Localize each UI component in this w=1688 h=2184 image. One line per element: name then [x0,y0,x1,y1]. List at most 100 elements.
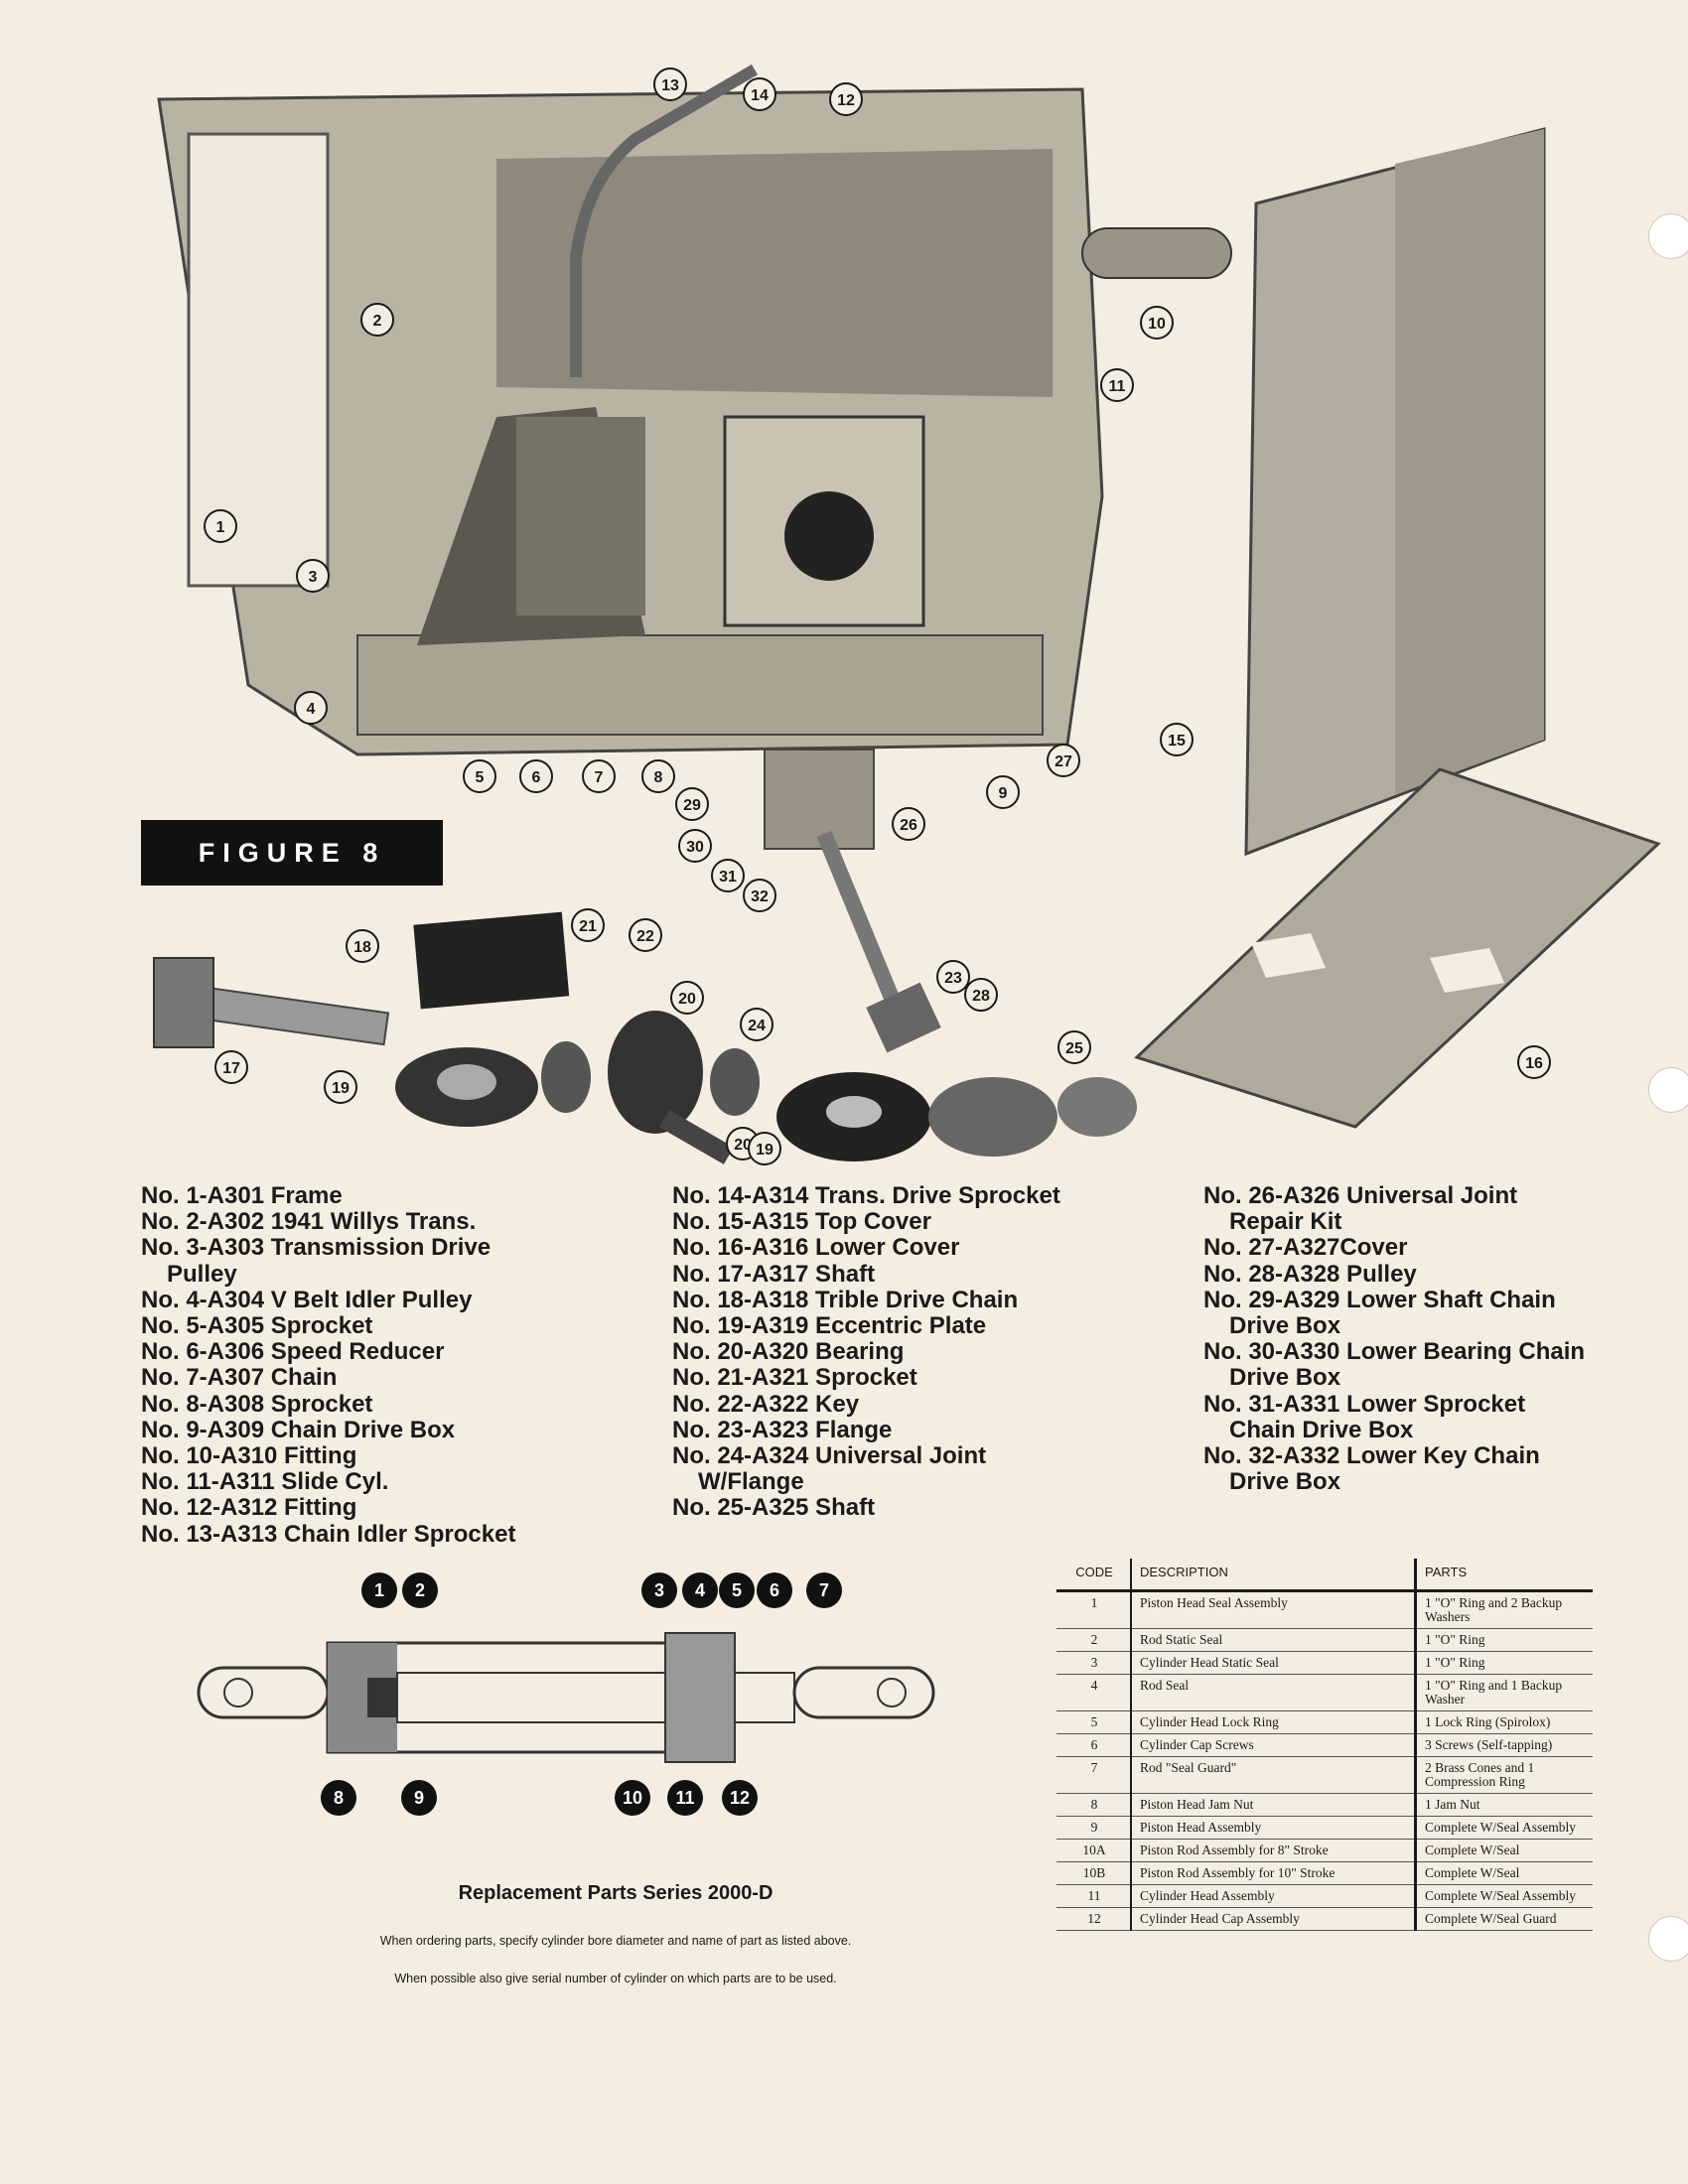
callout-7: 7 [582,759,616,793]
callout-6: 6 [519,759,553,793]
callout-17: 17 [214,1050,248,1084]
cylinder-callout-1: 1 [361,1572,397,1608]
parts-list-item: No. 2-A302 1941 Willys Trans. [141,1208,477,1236]
parts-list-item: No. 11-A311 Slide Cyl. [141,1468,389,1496]
callout-18: 18 [346,929,379,963]
parts-list-item: No. 21-A321 Sprocket [672,1364,917,1392]
cell-parts: 1 "O" Ring [1415,1628,1593,1652]
parts-list-item: No. 10-A310 Fitting [141,1442,357,1470]
cell-desc: Rod Static Seal [1131,1628,1417,1652]
callout-3: 3 [296,559,330,593]
cell-parts: Complete W/Seal Assembly [1415,1884,1593,1908]
parts-list-item: No. 24-A324 Universal Joint [672,1442,987,1470]
callout-14: 14 [743,77,776,111]
parts-list-item: No. 29-A329 Lower Shaft Chain [1203,1286,1556,1313]
parts-list-item: Drive Box [1229,1312,1341,1340]
parts-list-item: No. 30-A330 Lower Bearing Chain [1203,1338,1586,1366]
cell-parts: 1 Lock Ring (Spirolox) [1415,1710,1593,1734]
cell-desc: Piston Rod Assembly for 8" Stroke [1131,1839,1417,1862]
description-header: DESCRIPTION [1131,1559,1417,1592]
callout-2: 2 [360,303,394,337]
cell-parts: Complete W/Seal [1415,1861,1593,1885]
cylinder-callout-7: 7 [806,1572,842,1608]
parts-list-item: Pulley [167,1260,237,1288]
callout-19: 19 [748,1132,781,1165]
callout-8: 8 [641,759,675,793]
cylinder-callout-3: 3 [641,1572,677,1608]
drive-shaft [764,749,941,1053]
cell-code: 5 [1056,1710,1132,1734]
lower-cover-panel [1134,767,1661,1129]
callout-29: 29 [675,787,709,821]
cell-parts: Complete W/Seal [1415,1839,1593,1862]
replacement-parts-title: Replacement Parts Series 2000-D [458,1882,774,1904]
callout-10: 10 [1140,306,1174,340]
serial-note: When possible also give serial number of… [394,1972,837,1985]
binder-hole-top [1648,213,1688,259]
cell-code: 3 [1056,1651,1132,1675]
cell-code: 9 [1056,1816,1132,1840]
cell-code: 4 [1056,1674,1132,1711]
callout-19: 19 [324,1070,357,1104]
parts-list-item: No. 8-A308 Sprocket [141,1390,373,1418]
cell-code: 7 [1056,1756,1132,1794]
parts-header: PARTS [1415,1559,1593,1592]
callout-1: 1 [204,509,237,543]
parts-list-item: No. 28-A328 Pulley [1203,1260,1417,1288]
cell-desc: Piston Head Seal Assembly [1131,1590,1417,1629]
cell-code: 10A [1056,1839,1132,1862]
parts-list-item: No. 13-A313 Chain Idler Sprocket [141,1520,516,1548]
parts-list-item: Drive Box [1229,1364,1341,1392]
cylinder-callout-11: 11 [667,1780,703,1816]
parts-list-item: No. 9-A309 Chain Drive Box [141,1416,456,1443]
cell-code: 1 [1056,1590,1132,1629]
parts-list-item: No. 14-A314 Trans. Drive Sprocket [672,1182,1060,1209]
cell-code: 11 [1056,1884,1132,1908]
cylinder-callout-8: 8 [321,1780,356,1816]
parts-list-item: No. 15-A315 Top Cover [672,1208,931,1236]
cell-desc: Cylinder Head Cap Assembly [1131,1907,1417,1931]
cell-parts: 3 Screws (Self-tapping) [1415,1733,1593,1757]
binder-hole-middle [1648,1067,1688,1113]
parts-list-item: No. 20-A320 Bearing [672,1338,905,1366]
parts-list-item: No. 31-A331 Lower Sprocket [1203,1390,1526,1418]
parts-list-item: No. 19-A319 Eccentric Plate [672,1312,987,1340]
callout-9: 9 [986,775,1020,809]
cylinder-callout-5: 5 [719,1572,755,1608]
cell-desc: Cylinder Head Assembly [1131,1884,1417,1908]
cell-code: 12 [1056,1907,1132,1931]
callout-28: 28 [964,978,998,1012]
cylinder-callout-12: 12 [722,1780,758,1816]
frame-assembly [157,64,1232,756]
cylinder-callout-9: 9 [401,1780,437,1816]
parts-list-item: No. 27-A327Cover [1203,1234,1408,1262]
parts-list-item: No. 18-A318 Trible Drive Chain [672,1286,1019,1313]
code-header: CODE [1056,1559,1132,1592]
cylinder-callout-10: 10 [615,1780,650,1816]
parts-list-item: No. 16-A316 Lower Cover [672,1234,960,1262]
cell-code: 6 [1056,1733,1132,1757]
parts-list-item: Repair Kit [1229,1208,1342,1236]
cell-code: 8 [1056,1793,1132,1817]
callout-32: 32 [743,879,776,912]
callout-4: 4 [294,691,328,725]
parts-list-item: Chain Drive Box [1229,1416,1414,1443]
figure-label: FIGURE 8 [141,820,443,886]
exploded-small-parts [153,911,1137,1164]
